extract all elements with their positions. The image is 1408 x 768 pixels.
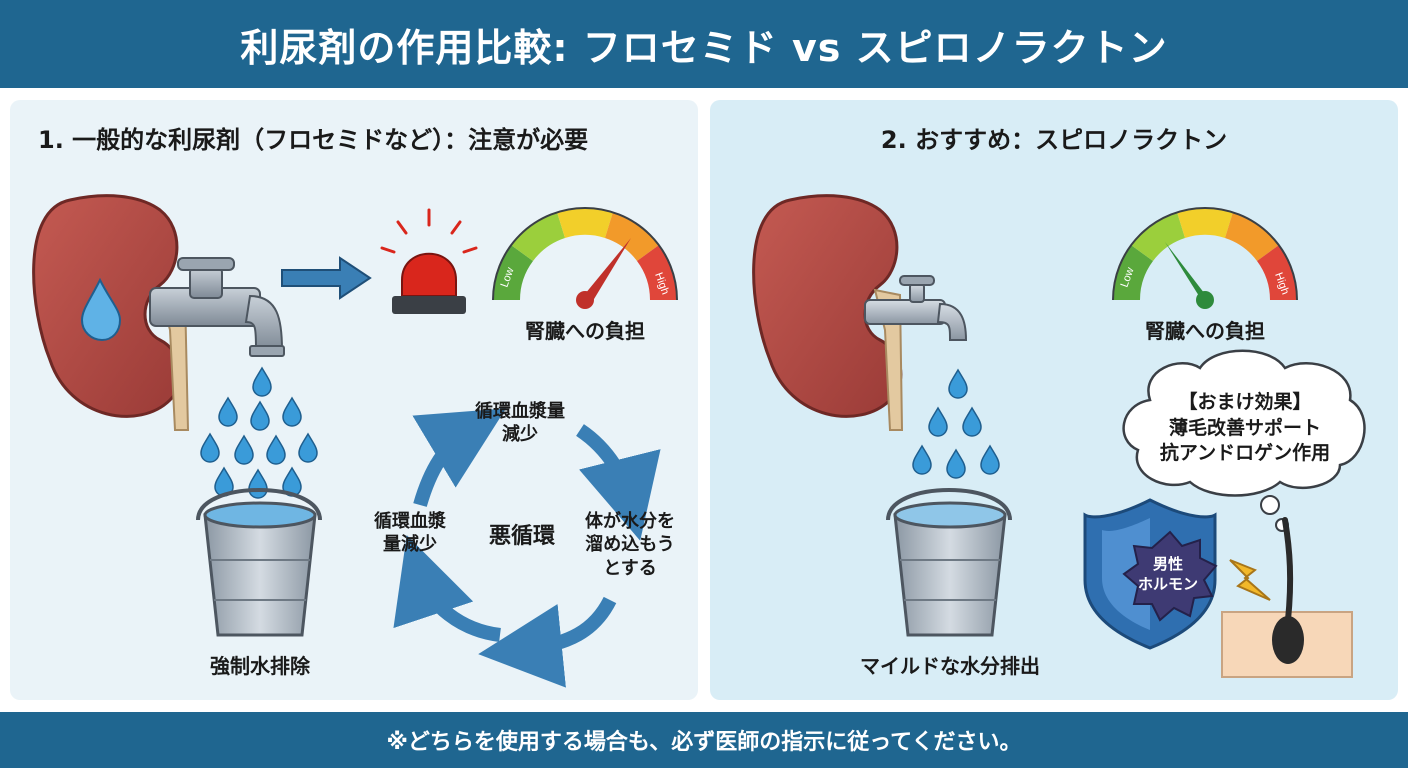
cycle-right-line2: 溜め込もう xyxy=(585,534,675,556)
water-drops-icon xyxy=(200,366,318,499)
kidney-load-gauge-icon: Low High xyxy=(492,207,678,309)
bubble-line3: 抗アンドロゲン作用 xyxy=(1159,442,1331,465)
faucet-icon xyxy=(149,257,285,357)
bubble-line1: 【おまけ効果】 xyxy=(1178,391,1312,413)
cycle-right-line3: とする xyxy=(603,557,657,579)
cycle-center-label: 悪循環 xyxy=(488,524,555,549)
cycle-right-label: 体が水分を 溜め込もう とする xyxy=(570,510,690,580)
bubble-line2: 薄毛改善サポート xyxy=(1168,416,1321,439)
right-gauge-label: 腎臓への負担 xyxy=(1145,319,1265,343)
footer-note: ※どちらを使用する場合も、必ず医師の指示に従ってください。 xyxy=(386,730,1022,755)
hormone-badge-icon xyxy=(1122,530,1218,622)
vicious-cycle-arrows-icon xyxy=(393,408,661,688)
right-bucket-label: マイルドな水分排出 xyxy=(860,654,1040,678)
bucket-icon xyxy=(196,488,322,637)
kidney-icon xyxy=(752,194,904,431)
cycle-top-line1: 循環血漿量 xyxy=(475,401,565,422)
siren-icon xyxy=(380,208,478,314)
hormone-line2: ホルモン xyxy=(1137,574,1198,593)
right-panel: 2. おすすめ：スピロノラクトン xyxy=(710,100,1398,700)
header-bar: 利尿剤の作用比較: フロセミド vs スピロノラクトン xyxy=(0,0,1408,88)
left-bucket-label: 強制水排除 xyxy=(210,654,310,678)
bonus-effect-bubble: 【おまけ効果】 薄毛改善サポート 抗アンドロゲン作用 xyxy=(1140,390,1350,467)
left-panel-heading: 1. 一般的な利尿剤（フロセミドなど）：注意が必要 xyxy=(38,126,589,154)
left-gauge-label: 腎臓への負担 xyxy=(525,319,645,343)
flow-arrow-icon xyxy=(281,256,372,300)
hair-follicle-icon xyxy=(1221,517,1353,678)
cycle-left-line2: 量減少 xyxy=(383,534,437,556)
left-panel: 1. 一般的な利尿剤（フロセミドなど）：注意が必要 xyxy=(10,100,698,700)
faucet-icon xyxy=(864,275,968,341)
page-title: 利尿剤の作用比較: フロセミド vs スピロノラクトン xyxy=(240,25,1168,70)
hormone-line1: 男性 xyxy=(1152,555,1183,573)
right-illustration: Low High xyxy=(752,194,1366,678)
cycle-top-label: 循環血漿量 減少 xyxy=(460,400,580,447)
right-panel-heading: 2. おすすめ：スピロノラクトン xyxy=(880,126,1228,154)
water-drops-icon xyxy=(912,368,1000,479)
lightning-icon xyxy=(1229,559,1271,601)
kidney-load-gauge-icon: Low High xyxy=(1112,207,1298,309)
footer-bar: ※どちらを使用する場合も、必ず医師の指示に従ってください。 xyxy=(0,712,1408,768)
hormone-label: 男性 ホルモン xyxy=(1128,555,1208,594)
thought-bubble-icon xyxy=(1122,349,1366,532)
bucket-icon xyxy=(886,488,1012,637)
left-illustration: Low High xyxy=(32,194,678,688)
cycle-left-label: 循環血漿 量減少 xyxy=(355,510,465,557)
cycle-left-line1: 循環血漿 xyxy=(374,511,446,532)
cycle-right-line1: 体が水分を xyxy=(585,511,675,532)
cycle-top-line2: 減少 xyxy=(502,424,538,446)
